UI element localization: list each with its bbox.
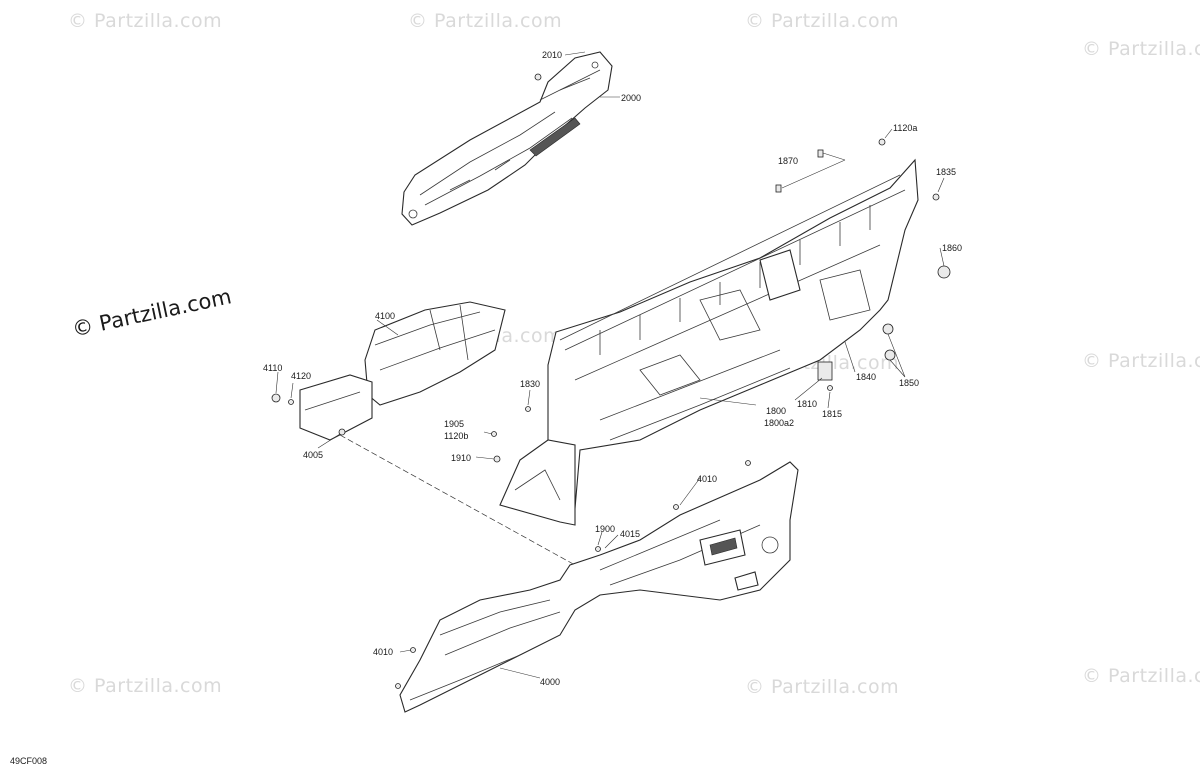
callout-4010-upper: 4010	[697, 474, 718, 484]
part-4000-lower-duct	[399, 461, 799, 713]
callout-4110: 4110	[263, 363, 283, 373]
watermark: © Partzilla.com	[408, 10, 563, 32]
watermark: © Partzilla.com	[745, 10, 900, 32]
callout-4000: 4000	[540, 677, 561, 687]
watermark: © Partzilla.com	[745, 676, 900, 698]
callout-1810: 1810	[797, 399, 818, 409]
callout-4015: 4015	[620, 529, 641, 539]
callout-2010: 2010	[542, 50, 563, 60]
leader-lines	[275, 51, 945, 679]
callout-1120a: 1120a	[893, 123, 918, 133]
callout-1830: 1830	[520, 379, 541, 389]
callout-4010-lower: 4010	[373, 647, 394, 657]
watermark: © Partzilla.com	[68, 675, 223, 697]
callout-1850: 1850	[899, 378, 920, 388]
part-4100-duct	[299, 301, 506, 441]
callout-4005: 4005	[303, 450, 324, 460]
callout-1120b: 1120b	[444, 431, 469, 441]
callout-1800a2: 1800a2	[764, 418, 795, 428]
part-2000-trim-panel	[401, 51, 613, 226]
callout-1860: 1860	[942, 243, 963, 253]
callout-4120: 4120	[291, 371, 312, 381]
watermark: © Partzilla.com	[1082, 350, 1200, 372]
callout-1910: 1910	[451, 453, 472, 463]
callout-1835: 1835	[936, 167, 957, 177]
watermark: © Partzilla.com	[1082, 38, 1200, 60]
callout-1905: 1905	[444, 419, 465, 429]
callout-4100: 4100	[375, 311, 396, 321]
callout-1840: 1840	[856, 372, 877, 382]
callout-1800: 1800	[766, 406, 787, 416]
diagram-code: 49CF008	[10, 756, 48, 766]
callout-2000: 2000	[621, 93, 642, 103]
watermark: © Partzilla.com	[1082, 665, 1200, 687]
callout-1900: 1900	[595, 524, 616, 534]
part-1800-rear-panel	[499, 158, 919, 526]
watermark: © Partzilla.com	[68, 10, 223, 32]
callout-1870: 1870	[778, 156, 799, 166]
callout-1815: 1815	[822, 409, 843, 419]
